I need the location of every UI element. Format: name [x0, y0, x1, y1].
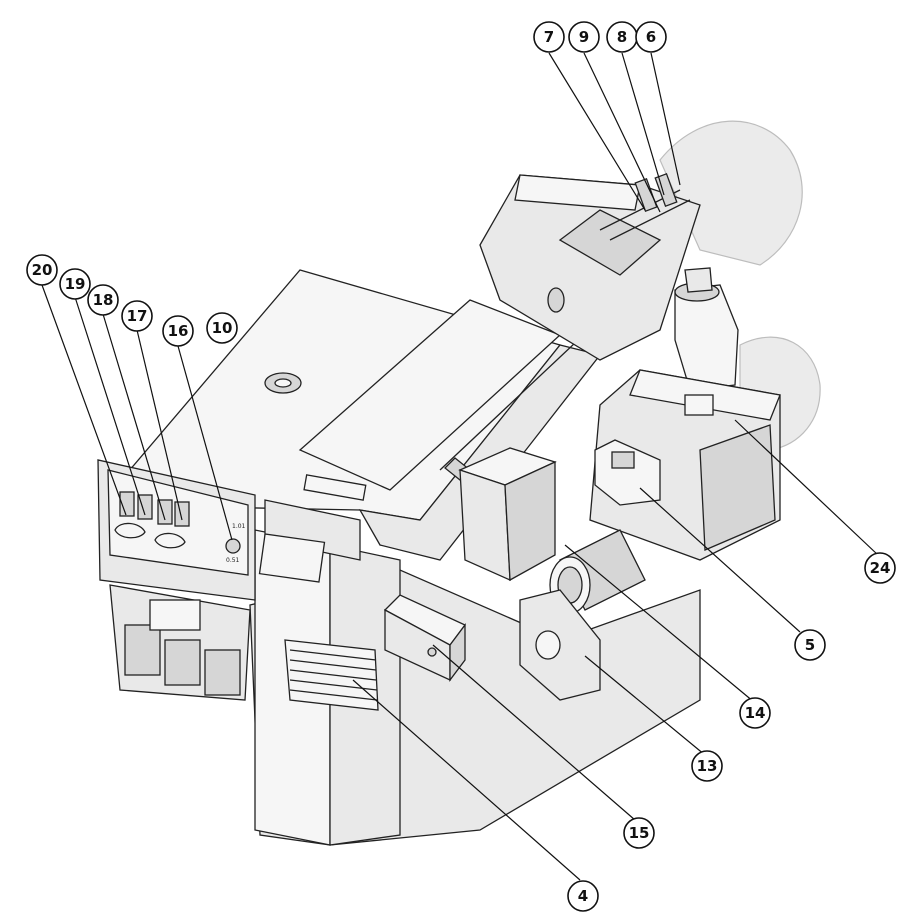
switch-20: [119, 491, 135, 517]
callout-24: 24: [864, 552, 896, 584]
leader-18: [102, 313, 166, 521]
callout-8: 8: [606, 21, 638, 53]
fan-grille: [284, 639, 379, 711]
callout-label-20: 20: [32, 261, 53, 279]
callout-6: 6: [635, 21, 667, 53]
callout-5: 5: [794, 629, 826, 661]
callout-9: 9: [568, 21, 600, 53]
callout-label-24: 24: [870, 559, 891, 577]
head-assembly: [479, 173, 701, 361]
leader-lines: [41, 52, 879, 881]
callout-15: 15: [623, 817, 655, 849]
ghost-fan-top: [659, 120, 803, 266]
leader-16: [177, 345, 233, 541]
callout-label-7: 7: [544, 28, 554, 46]
switch-19: [137, 494, 153, 520]
callout-label-19: 19: [65, 275, 86, 293]
ignition-transformer: [458, 447, 557, 582]
leader-8: [621, 52, 665, 196]
gas-valve-train: [519, 267, 781, 701]
leader-19: [74, 296, 146, 516]
callout-label-14: 14: [745, 704, 766, 722]
callout-label-8: 8: [617, 28, 627, 46]
leader-17: [136, 329, 183, 521]
leader-5: [639, 487, 801, 633]
callout-label-15: 15: [629, 824, 650, 842]
leader-4: [352, 679, 581, 881]
callout-label-4: 4: [578, 887, 588, 905]
callout-16: 16: [162, 315, 194, 347]
callout-20: 20: [26, 254, 58, 286]
callout-label-10: 10: [212, 319, 233, 337]
callout-18: 18: [87, 284, 119, 316]
leader-14: [564, 544, 755, 703]
callout-4: 4: [567, 880, 599, 912]
leader-7: [548, 52, 646, 211]
callout-19: 19: [59, 268, 91, 300]
air-pressure-switch: [383, 594, 467, 682]
switch-18: [157, 499, 173, 525]
leader-9: [583, 52, 661, 213]
callout-label-6: 6: [646, 28, 656, 46]
callout-label-5: 5: [805, 636, 815, 654]
leader-13: [584, 655, 706, 756]
leader-24: [734, 419, 879, 556]
leader-6: [650, 52, 681, 186]
reset-button-16: [225, 538, 241, 554]
callout-label-9: 9: [579, 28, 589, 46]
callout-label-17: 17: [127, 307, 148, 325]
panel-mark-b: 0.51: [226, 557, 240, 564]
control-panel: 1.01 0.51: [97, 459, 256, 701]
callout-label-18: 18: [93, 291, 114, 309]
panel-mark-a: 1.01: [232, 523, 246, 530]
callout-label-13: 13: [697, 757, 718, 775]
callout-14: 14: [739, 697, 771, 729]
leader-20: [41, 284, 127, 516]
callout-label-16: 16: [168, 322, 189, 340]
callout-13: 13: [691, 750, 723, 782]
callout-17: 17: [121, 300, 153, 332]
switch-17: [174, 501, 190, 527]
leader-15: [432, 644, 636, 821]
callout-10: 10: [206, 312, 238, 344]
callout-7: 7: [533, 21, 565, 53]
